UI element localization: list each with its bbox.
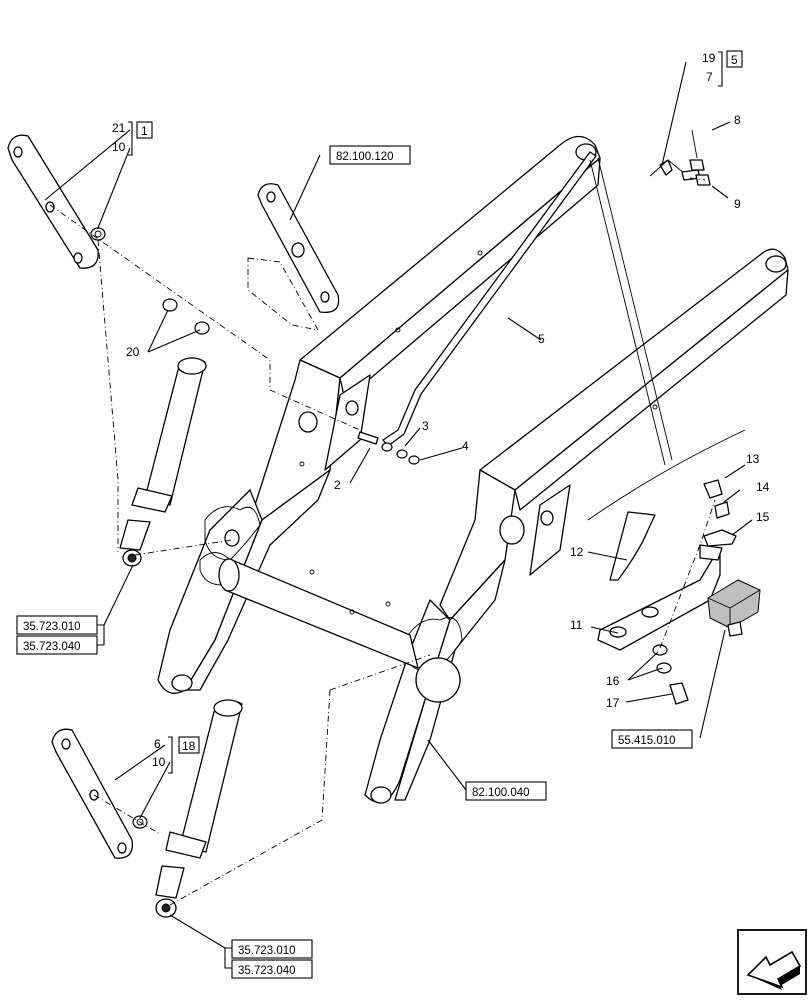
callout-1: 1 <box>141 124 148 138</box>
link-plate-upper <box>7 134 99 269</box>
callout-5-box: 5 <box>731 53 738 67</box>
loader-arm-frame <box>157 135 789 804</box>
callout-15: 15 <box>756 510 770 524</box>
ref-55-415-010: 55.415.010 <box>618 735 676 747</box>
link-plate-reference <box>247 183 340 331</box>
callout-19: 19 <box>702 51 716 65</box>
ref-35-723-010-lower: 35.723.010 <box>238 945 296 957</box>
bushing-10-upper <box>90 227 106 241</box>
callout-4: 4 <box>462 439 469 453</box>
ref-35-723-010-upper: 35.723.010 <box>23 621 81 633</box>
callout-13: 13 <box>746 452 760 466</box>
callout-2: 2 <box>334 478 341 492</box>
callout-8: 8 <box>734 113 741 127</box>
callout-11: 11 <box>570 618 583 632</box>
sensor-bracket-assembly <box>587 429 746 705</box>
hydraulic-cylinder-upper <box>119 357 207 567</box>
callout-14: 14 <box>756 480 770 494</box>
callout-3: 3 <box>422 419 429 433</box>
ref-35-723-040-lower: 35.723.040 <box>238 965 296 977</box>
callout-20: 20 <box>126 345 140 359</box>
ref-35-723-040-upper: 35.723.040 <box>23 641 81 653</box>
callout-6: 6 <box>154 737 161 751</box>
previous-page-arrow-icon[interactable] <box>737 929 807 995</box>
hydraulic-cylinder-lower <box>155 699 243 918</box>
callout-5: 5 <box>538 332 545 346</box>
callout-21: 21 <box>112 121 126 135</box>
callout-16: 16 <box>606 674 620 688</box>
sensor-switch <box>707 579 761 637</box>
indicator-rod <box>382 151 701 447</box>
callout-numbers: 21 1 10 20 19 5 7 8 9 5 3 4 2 13 14 15 1… <box>112 50 770 774</box>
bushings-20 <box>162 298 210 335</box>
callout-17: 17 <box>606 696 620 710</box>
hardware-small <box>357 129 711 465</box>
reference-boxes: 82.100.120 35.723.010 35.723.040 55.415.… <box>16 145 693 979</box>
rod-guide-link <box>589 157 673 466</box>
callout-10: 10 <box>112 140 126 154</box>
ref-82-100-040: 82.100.040 <box>472 787 530 799</box>
callout-10-lower: 10 <box>152 755 166 769</box>
leader-lines <box>44 61 753 949</box>
link-plate-lower <box>51 728 134 859</box>
callout-7: 7 <box>706 70 713 84</box>
callout-18: 18 <box>182 739 196 753</box>
callout-9: 9 <box>734 197 741 211</box>
callout-12: 12 <box>570 545 584 559</box>
ref-82-100-120: 82.100.120 <box>336 151 394 163</box>
alignment-lines <box>49 177 716 906</box>
